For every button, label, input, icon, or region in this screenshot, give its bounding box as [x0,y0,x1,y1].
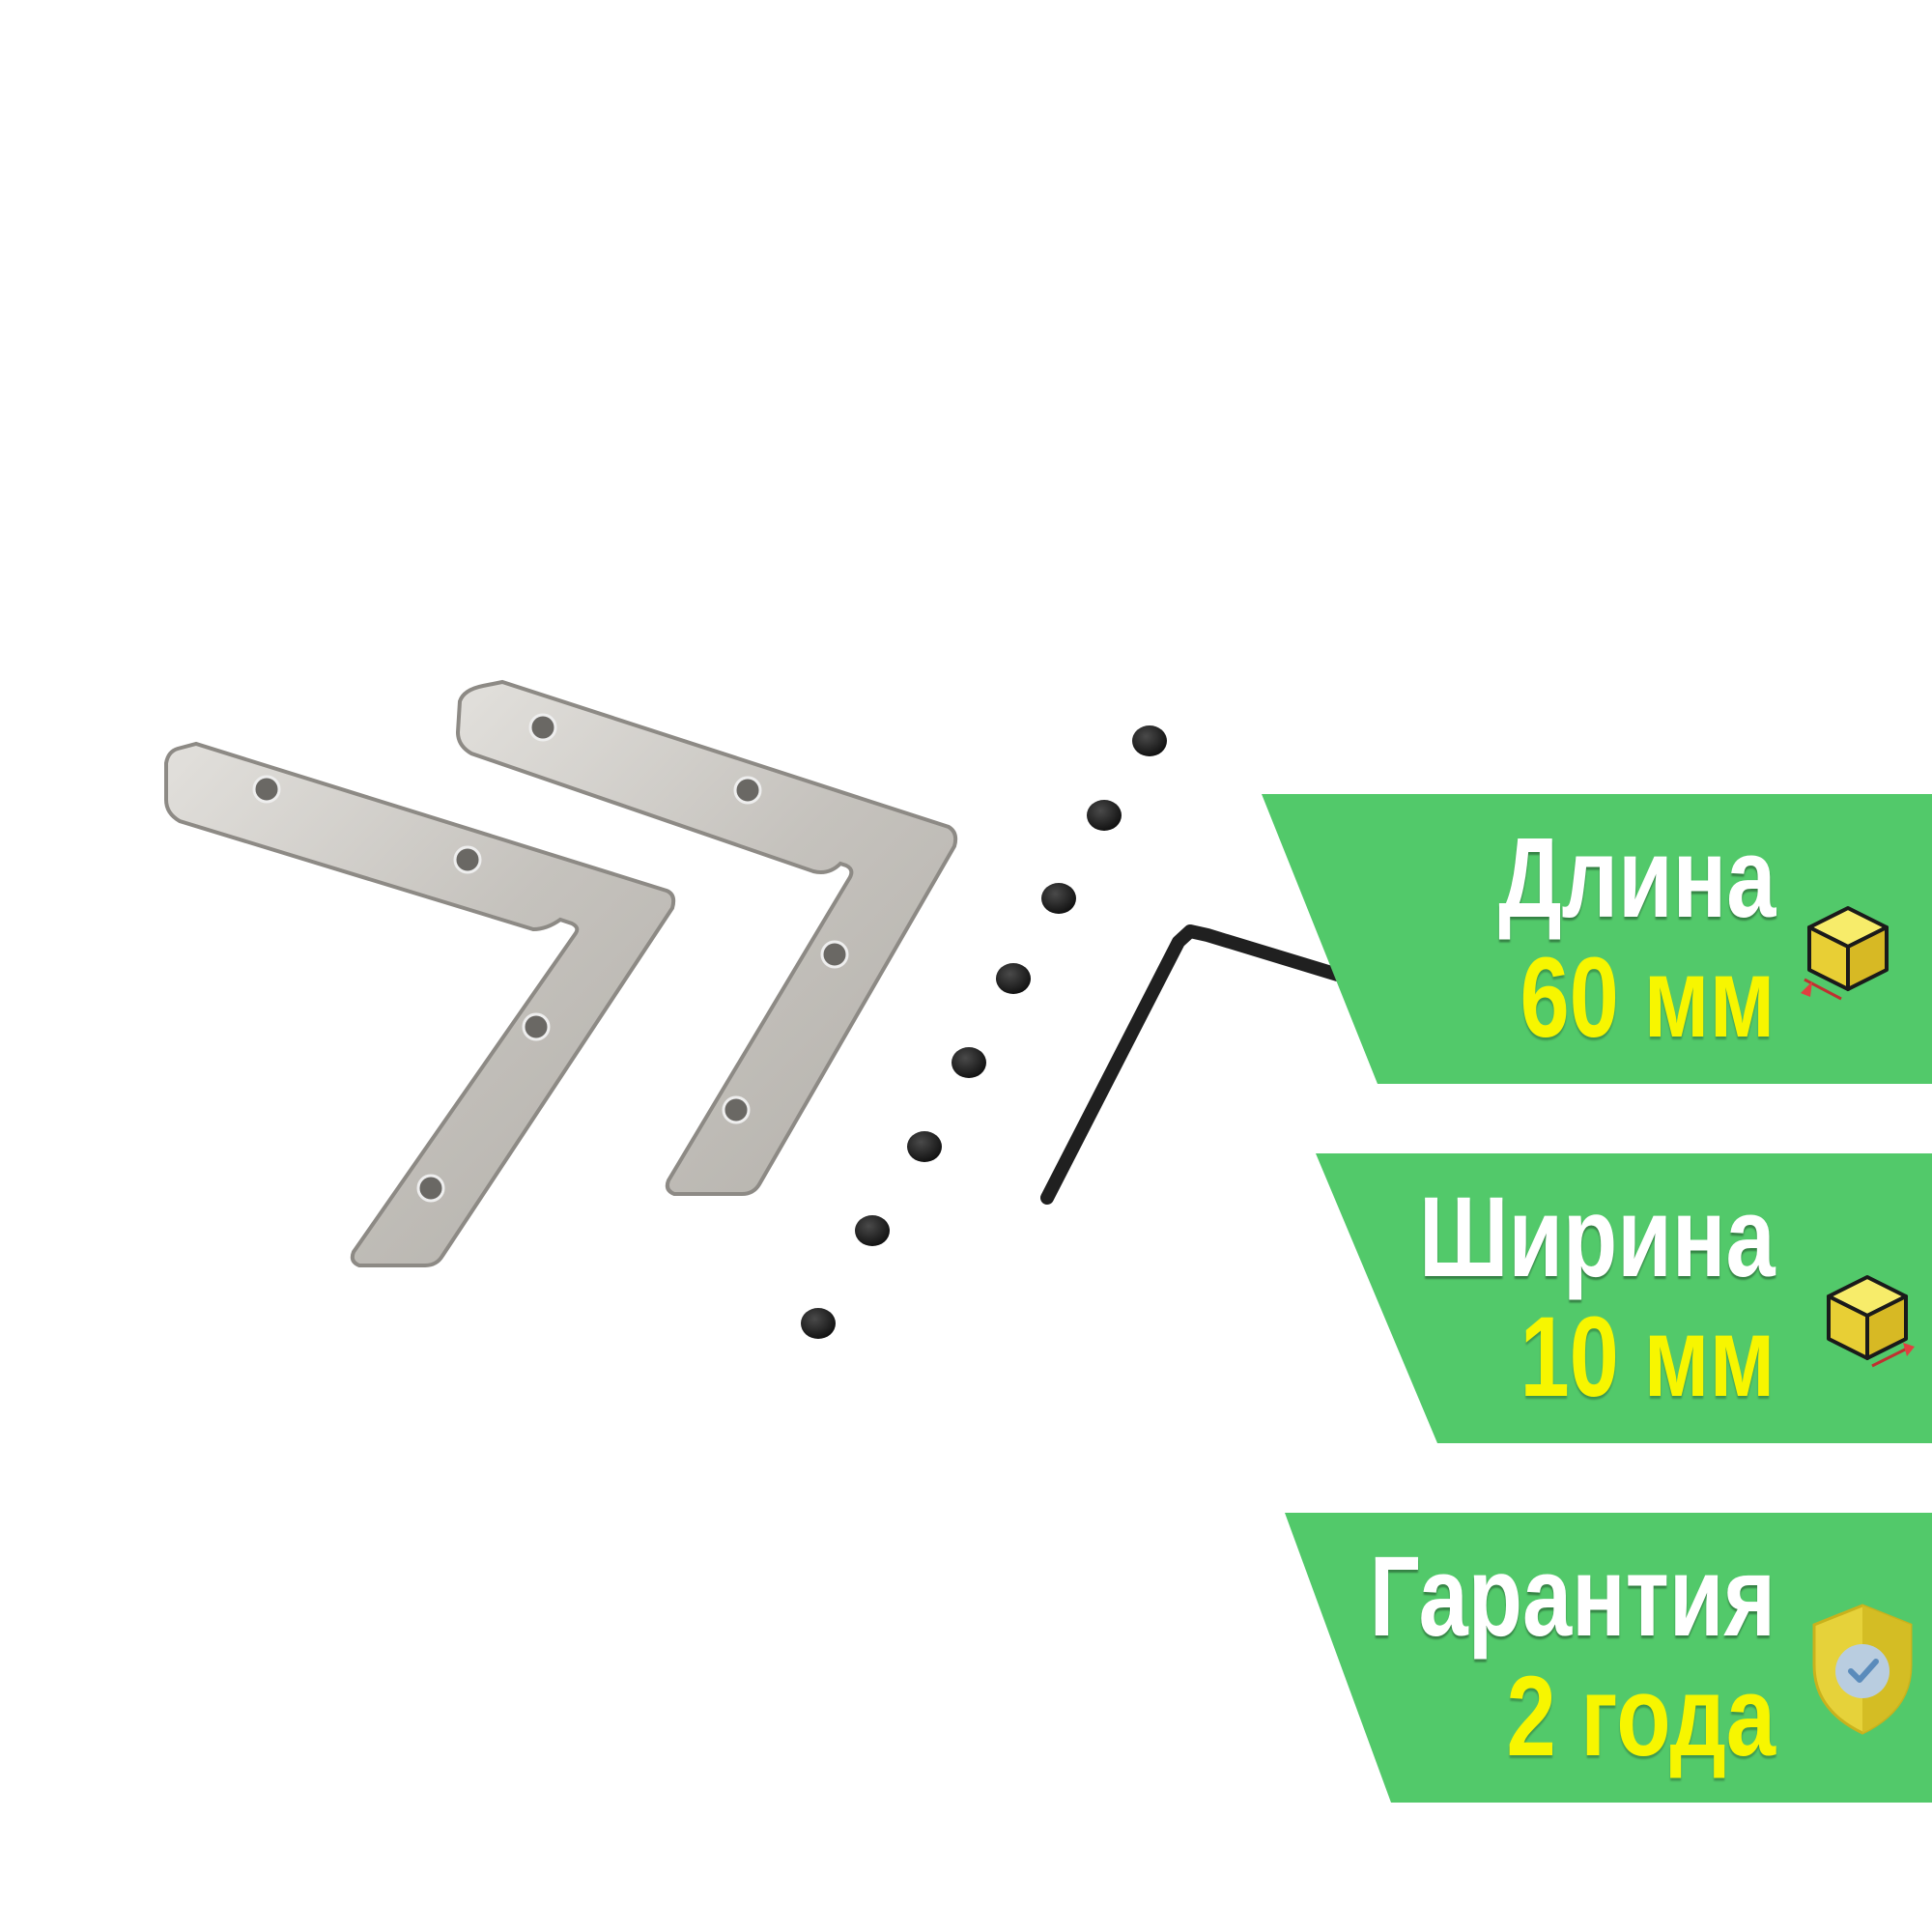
set-screw [801,1308,836,1339]
spec-value: 60 мм [1520,934,1776,1062]
spec-banner-width: Ширина 10 мм [0,1153,1932,1443]
set-screw [1087,800,1122,831]
set-screw [1132,725,1167,756]
set-screw [907,1131,942,1162]
spec-value: 2 года [1506,1653,1776,1780]
banner-background [1285,1513,1932,1803]
corner-bracket-right [455,679,958,1196]
corner-bracket-left [164,741,676,1267]
cube-width-icon [1827,1275,1915,1368]
set-screw [996,963,1031,994]
shield-check-icon [1812,1604,1913,1735]
set-screw [855,1215,890,1246]
set-screw [1041,883,1076,914]
spec-banner-warranty: Гарантия 2 года [0,1513,1932,1803]
hex-key-wrench [1040,924,1348,1205]
banner-background [1262,794,1932,1084]
set-screws [801,725,1167,1339]
banner-background [1316,1153,1932,1443]
cube-length-icon [1801,906,1889,1001]
spec-banner-length: Длина 60 мм [0,794,1932,1084]
spec-label: Ширина [1419,1174,1776,1301]
spec-label: Длина [1497,814,1776,942]
set-screw [952,1047,986,1078]
spec-value: 10 мм [1520,1293,1776,1421]
spec-label: Гарантия [1369,1533,1776,1661]
